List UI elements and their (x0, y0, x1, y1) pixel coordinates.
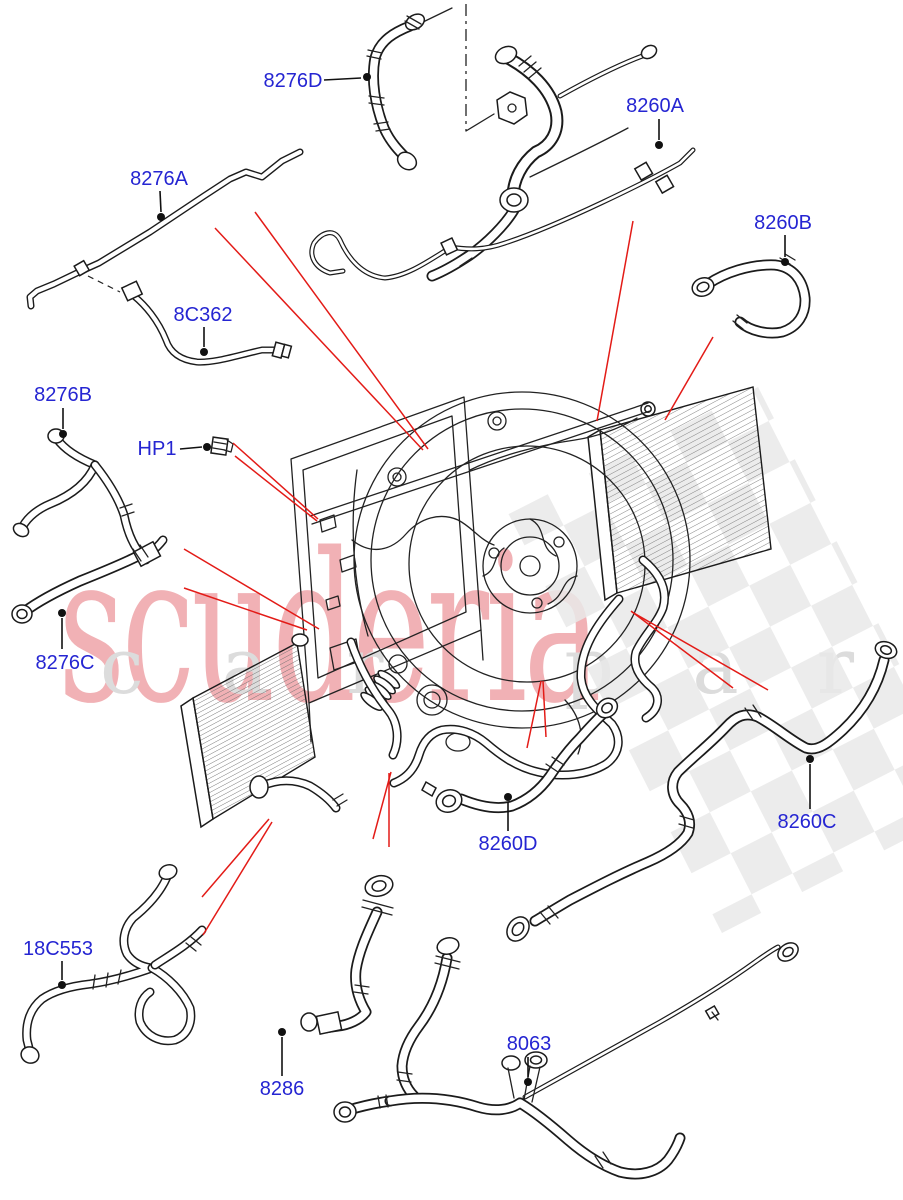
part-8260c-hose (506, 640, 898, 942)
part-label-hp1[interactable]: HP1 (138, 438, 177, 460)
part-hp1-clip (204, 436, 234, 456)
water-pump-cluster (352, 469, 582, 755)
part-label-8276d[interactable]: 8276D (264, 70, 323, 92)
part-8260b-hose (691, 253, 805, 333)
part-18c553-hose (20, 863, 202, 1064)
fan-shroud (353, 391, 691, 729)
part-label-8063[interactable]: 8063 (507, 1033, 552, 1055)
part-8276d-hose (366, 13, 426, 171)
part-label-8286[interactable]: 8286 (260, 1078, 305, 1100)
mounting-bracket (496, 91, 528, 125)
part-label-18c553[interactable]: 18C553 (23, 938, 93, 960)
part-8276b-hose (12, 428, 146, 560)
part-8260d-hose (421, 697, 619, 815)
part-8063-hose (333, 942, 799, 1174)
part-label-8276b[interactable]: 8276B (34, 384, 92, 406)
callout-labels: 8276D 8260A 8276A 8C362 8260B 8276B HP1 … (23, 70, 837, 1100)
part-8286-hose (300, 874, 461, 1096)
part-label-8276a[interactable]: 8276A (130, 168, 188, 190)
pointer-lines (183, 211, 769, 936)
part-label-8260d[interactable]: 8260D (479, 833, 538, 855)
part-8260a-outlet-pipe (312, 44, 693, 278)
part-label-8260a[interactable]: 8260A (626, 95, 684, 117)
part-label-8c362[interactable]: 8C362 (174, 304, 233, 326)
part-label-8260c[interactable]: 8260C (778, 811, 837, 833)
part-8c362-tube (120, 280, 293, 362)
construction-lines (87, 4, 495, 293)
part-8276a-tube (30, 152, 300, 306)
radiator-left-aux (180, 633, 348, 829)
part-8276c-hose (11, 540, 163, 624)
part-label-8260b[interactable]: 8260B (754, 212, 812, 234)
front-frame (290, 396, 651, 743)
cooling-pack-assembly (180, 386, 772, 829)
pack-internal-hoses (351, 515, 664, 783)
callout-leaders (58, 73, 814, 1086)
part-label-8276c[interactable]: 8276C (36, 652, 95, 674)
